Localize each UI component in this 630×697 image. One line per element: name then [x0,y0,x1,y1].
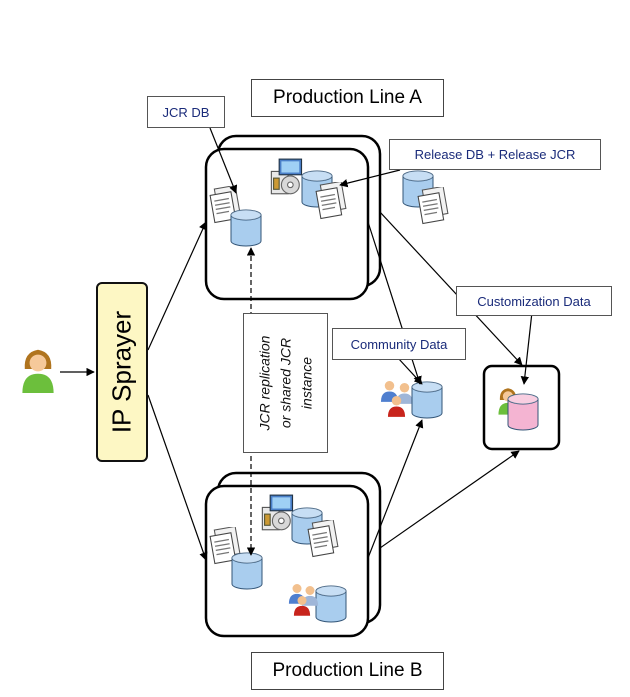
database-icon [230,209,262,247]
release-label: Release DB + Release JCR [389,139,601,170]
arrow-sprayer-to-line-b [147,394,208,561]
community-label: Community Data [332,328,466,360]
jcr-note-line: instance [298,356,314,410]
database-icon [411,381,443,419]
production-line-a-label: Production Line A [251,79,444,117]
arrow-sprayer-to-line-a [147,221,207,351]
ip-sprayer: IP Sprayer [96,282,148,462]
jcr-note-line: JCR replication [256,335,272,431]
ip-sprayer-label: IP Sprayer [106,310,137,434]
document-icon [307,520,339,558]
arrow-line-b-to-customization [379,450,520,549]
document-icon [417,187,449,225]
arrow-line-b-to-community [367,419,424,559]
user-icon [22,349,54,393]
arrow-customization-label [520,311,533,385]
arrow-line-a-to-customization [379,211,523,366]
document-icon [315,182,347,220]
arrow-release-to-line-a [339,169,401,188]
database-icon [231,552,263,590]
production-line-b-label: Production Line B [251,652,444,690]
database-icon [315,585,347,623]
user-group-icon [380,381,414,417]
jcr-db-label: JCR DB [147,96,225,128]
database-icon [507,393,539,431]
arrow-jcrdb-to-line-a [209,127,238,194]
arrow-community-label [397,357,423,385]
jcr-note-line: or shared JCR [277,337,293,429]
customization-label: Customization Data [456,286,612,316]
jcr-replication-note: JCR replication or shared JCR instance [243,313,328,453]
